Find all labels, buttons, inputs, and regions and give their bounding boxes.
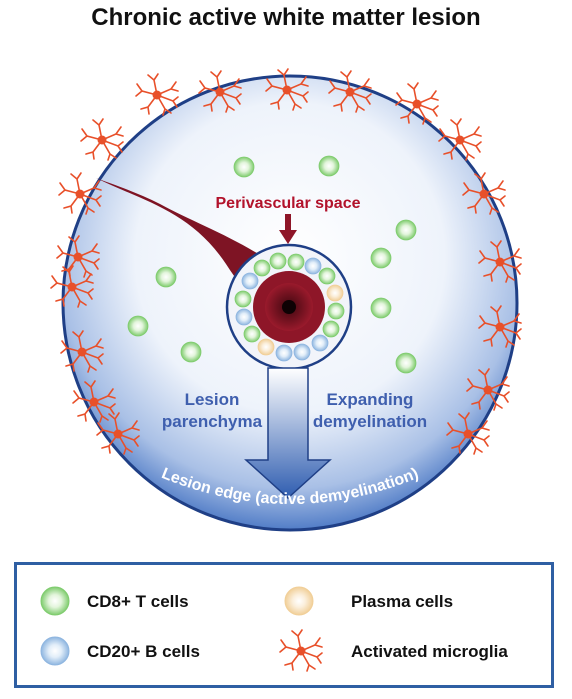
plasma-cell [326,284,344,302]
cd8-cell [395,219,417,241]
expanding-label-line2: demyelination [313,412,427,431]
vessel-lumen-core [282,300,296,314]
cd20-cell [293,343,311,361]
cuff-cells [234,252,345,362]
cd20-cell [311,334,329,352]
diagram-title: Chronic active white matter lesion [91,4,481,31]
cd20-cell [275,344,293,362]
lesion-diagram: Perivascular space Lesion parenchyma Exp… [50,68,522,532]
cd8-cell [327,302,345,320]
plasma-legend-label: Plasma cells [351,592,454,611]
microglia-legend-label: Activated microglia [351,642,508,661]
cd8-cell [370,297,392,319]
perivascular-arrow [279,214,297,244]
cd8-cell [269,252,287,270]
cd20-legend-label: CD20+ B cells [87,642,200,661]
cd8-cell [318,155,340,177]
cd8-cell [395,352,417,374]
cd8-cell [370,247,392,269]
microglia-legend-icon [279,629,323,672]
cd8-cell [318,267,336,285]
cd20-cell [241,272,259,290]
cd8-cell [322,320,340,338]
expanding-label-line1: Expanding [327,390,414,409]
cd20-cell [235,308,253,326]
parenchyma-cells [127,155,417,374]
parenchyma-label-line1: Lesion [185,390,240,409]
cd8-cell [234,290,252,308]
cd20-cell [304,257,322,275]
parenchyma-label-line2: parenchyma [162,412,263,431]
cd8-cell [233,156,255,178]
cd8-cell [253,259,271,277]
cd8-legend-label: CD8+ T cells [87,592,189,611]
cd8-cell [287,253,305,271]
microglia-icon [80,118,124,161]
perivascular-label: Perivascular space [216,195,361,212]
cd20-legend-icon [40,636,70,666]
legend-box: CD8+ T cells CD20+ B cells Plasma cells … [14,562,554,688]
cd8-cell [127,315,149,337]
plasma-legend-icon [284,586,314,616]
cd8-cell [243,325,261,343]
plasma-cell [257,338,275,356]
cd8-legend-icon [40,586,70,616]
cd8-cell [180,341,202,363]
cd8-cell [155,266,177,288]
demyelination-arrow [244,367,332,500]
